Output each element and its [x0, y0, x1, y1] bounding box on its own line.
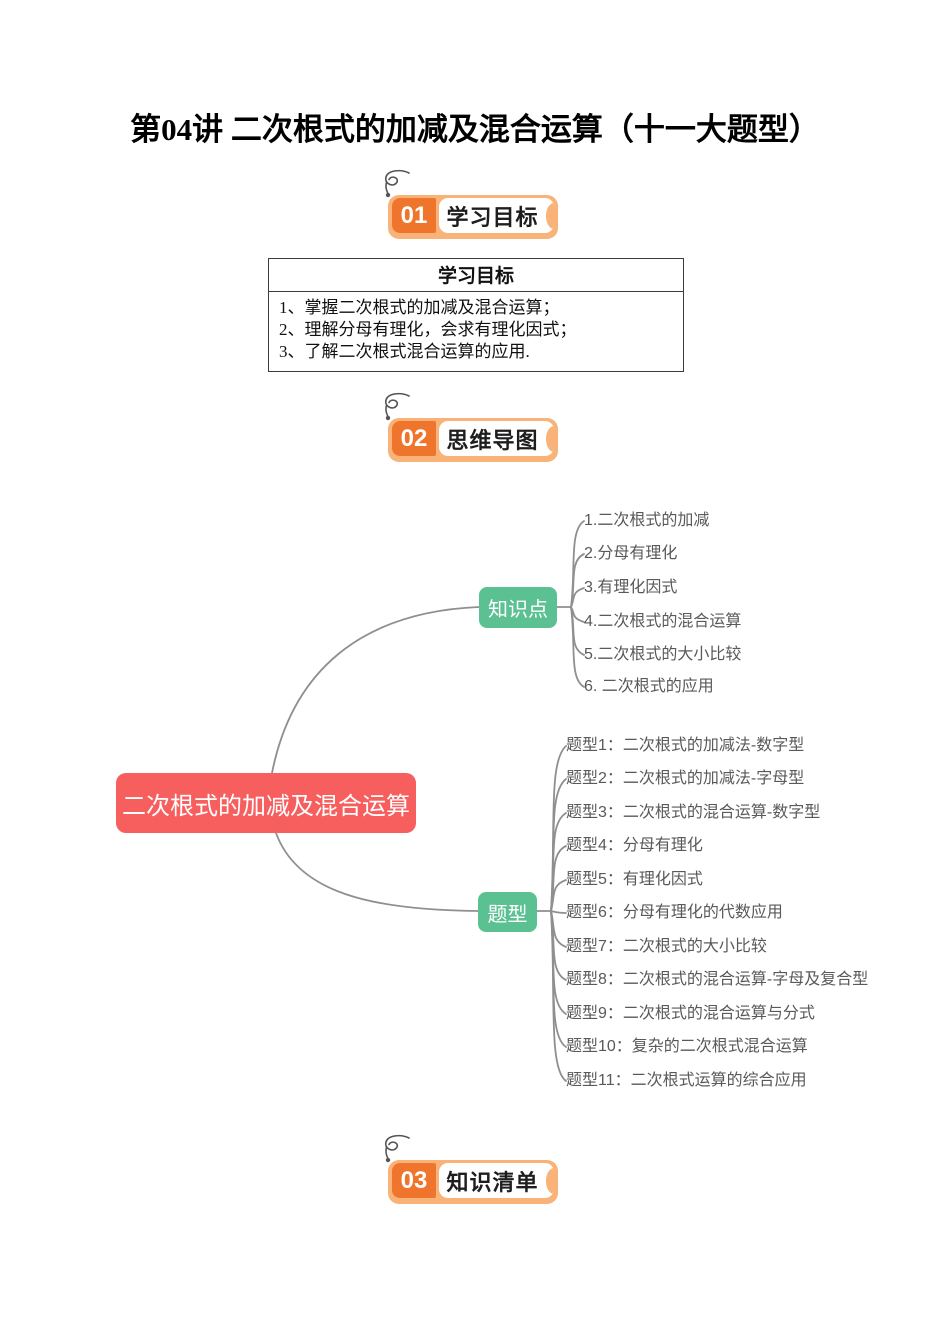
mindmap-root-node: 二次根式的加减及混合运算	[116, 773, 416, 833]
type-item-5: 题型5：有理化因式	[566, 871, 703, 888]
badge-frame: 01 学习目标	[388, 195, 558, 239]
badge-pill: 知识清单	[439, 1163, 554, 1198]
badge-pill: 学习目标	[439, 198, 554, 233]
mindmap-branch-types: 题型	[478, 892, 537, 932]
knowledge-item-6: 6. 二次根式的应用	[584, 678, 714, 695]
knowledge-item-5: 5.二次根式的大小比较	[584, 646, 742, 663]
objective-item: 1、掌握二次根式的加减及混合运算；	[279, 298, 560, 317]
mindmap-branch-knowledge: 知识点	[479, 587, 557, 628]
learning-objectives-table: 学习目标 1、掌握二次根式的加减及混合运算； 2、理解分母有理化，会求有理化因式…	[268, 258, 684, 372]
type-item-11: 题型11：二次根式运算的综合应用	[566, 1072, 807, 1089]
type-item-4: 题型4：分母有理化	[566, 837, 703, 854]
knowledge-item-4: 4.二次根式的混合运算	[584, 613, 742, 630]
objective-item: 3、了解二次根式混合运算的应用.	[279, 342, 530, 361]
section-badge-01: 01 学习目标	[384, 169, 558, 239]
objectives-table-body: 1、掌握二次根式的加减及混合运算； 2、理解分母有理化，会求有理化因式； 3、了…	[269, 292, 683, 371]
badge-frame: 02 思维导图	[388, 418, 558, 462]
type-item-1: 题型1：二次根式的加减法-数字型	[566, 737, 805, 754]
type-item-10: 题型10：复杂的二次根式混合运算	[566, 1038, 808, 1055]
knowledge-item-2: 2.分母有理化	[584, 545, 678, 562]
section-badge-02: 02 思维导图	[384, 392, 558, 462]
badge-pill: 思维导图	[439, 421, 554, 456]
knowledge-item-1: 1.二次根式的加减	[584, 512, 710, 529]
objective-item: 2、理解分母有理化，会求有理化因式；	[279, 320, 577, 339]
page-title: 第04讲 二次根式的加减及混合运算（十一大题型）	[130, 112, 820, 147]
type-item-9: 题型9：二次根式的混合运算与分式	[566, 1005, 815, 1022]
type-item-8: 题型8：二次根式的混合运算-字母及复合型	[566, 971, 869, 988]
type-item-6: 题型6：分母有理化的代数应用	[566, 904, 783, 921]
section-number: 01	[392, 198, 436, 233]
pin-doodle-icon	[384, 392, 410, 421]
type-item-2: 题型2：二次根式的加减法-字母型	[566, 770, 805, 787]
section-label: 知识清单	[446, 1169, 539, 1195]
section-label: 思维导图	[446, 427, 539, 453]
type-item-3: 题型3：二次根式的混合运算-数字型	[566, 804, 821, 821]
section-number: 03	[392, 1163, 436, 1198]
section-label: 学习目标	[446, 204, 539, 230]
pin-doodle-icon	[384, 169, 410, 198]
type-item-7: 题型7：二次根式的大小比较	[566, 938, 767, 955]
section-number: 02	[392, 421, 436, 456]
badge-frame: 03 知识清单	[388, 1160, 558, 1204]
pin-doodle-icon	[384, 1134, 410, 1163]
objectives-table-header: 学习目标	[269, 259, 683, 292]
section-badge-03: 03 知识清单	[384, 1134, 558, 1204]
knowledge-item-3: 3.有理化因式	[584, 579, 678, 596]
